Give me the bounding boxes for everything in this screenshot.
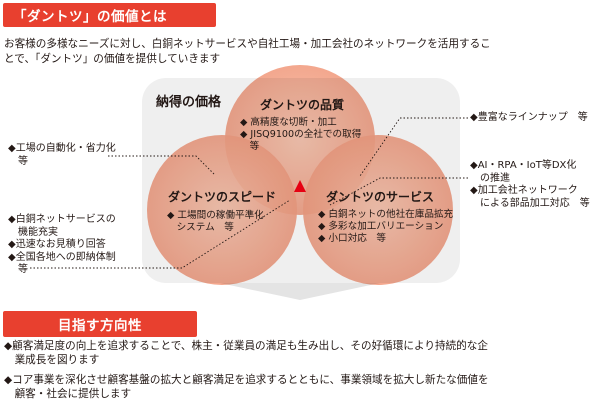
callout-right-mid-line-2: の推進 [470, 172, 510, 184]
leader-right-mid [329, 177, 468, 206]
callout-left-bottom-line-1: ◆白銅ネットサービスの [8, 214, 116, 225]
speed-title: ダントツのスピード [168, 190, 277, 204]
service-bullet-2: ◆ 多彩な加工バリエーション [318, 221, 444, 232]
quality-bullet-1: ◆ 高精度な切断・加工 [240, 117, 337, 128]
intro-text: お客様の多様なニーズに対し、白銅ネットサービスや自社工場・加工会社のネットワーク… [4, 37, 600, 67]
service-bullet-3: ◆ 小口対応 等 [318, 233, 386, 244]
direction-item-1: ◆顧客満足度の向上を追求することで、株主・従業員の満足も生み出し、その好循環によ… [4, 339, 600, 367]
direction-item-1-line-1: ◆顧客満足度の向上を追求することで、株主・従業員の満足も生み出し、その好循環によ… [4, 340, 488, 352]
speed-circle [147, 135, 297, 285]
down-arrow [220, 283, 380, 300]
quality-bullet-2: ◆ JISQ9100の全社での取得 [240, 129, 362, 140]
leader-left-bottom [30, 199, 291, 269]
service-circle [303, 135, 453, 285]
callout-left-bottom-line-2: 機能充実 [8, 226, 58, 238]
service-bullet-1: ◆ 白銅ネットの他社在庫品拡充 [318, 209, 454, 220]
callout-right-top: ◆豊富なラインナップ 等 [470, 112, 588, 125]
service-title: ダントツのサービス [326, 190, 435, 204]
direction-item-2: ◆コア事業を深化させ顧客基盤の拡大と顧客満足を追求するとともに、事業領域を拡大し… [4, 373, 600, 401]
leader-right-top [359, 117, 468, 177]
callout-left-top-line-1: ◆工場の自動化・省力化 [8, 143, 116, 154]
center-triangle-icon [294, 180, 306, 192]
speed-bullets: ◆ 工場間の稼働平準化 システム 等 [167, 210, 264, 234]
section-title-value: 「ダントツ」の価値とは [3, 3, 216, 27]
intro-line-1: お客様の多様なニーズに対し、白銅ネットサービスや自社工場・加工会社のネットワーク… [4, 38, 491, 50]
quality-bullet-3: 等 [240, 141, 260, 152]
leader-left-top [108, 155, 216, 176]
callout-left-bottom-line-5: 等 [8, 264, 28, 275]
direction-item-2-line-2: 顧客・社会に提供します [4, 388, 132, 400]
speed-bullet-2: システム 等 [167, 222, 234, 233]
callout-right-top-line-1: ◆豊富なラインナップ 等 [470, 112, 588, 123]
section-title-direction: 目指す方向性 [3, 311, 197, 337]
callout-right-mid: ◆AI・RPA・IoT等DX化 の推進 ◆加工会社ネットワーク による部品加工対… [470, 160, 590, 210]
callout-left-bottom-line-4: ◆全国各地への即納体制 [8, 251, 116, 263]
callout-left-top-line-2: 等 [8, 155, 28, 167]
quality-bullets: ◆ 高精度な切断・加工 ◆ JISQ9100の全社での取得 等 [240, 117, 361, 153]
callout-left-top: ◆工場の自動化・省力化 等 [8, 143, 116, 168]
direction-item-1-line-2: 業成長を図ります [4, 354, 100, 366]
speed-bullet-1: ◆ 工場間の稼働平準化 [167, 210, 264, 221]
price-box-title: 納得の価格 [156, 95, 222, 110]
intro-line-2: とで、「ダントツ」の価値を提供していきます [4, 53, 221, 65]
callout-right-mid-line-3: ◆加工会社ネットワーク [470, 185, 578, 196]
service-bullets: ◆ 白銅ネットの他社在庫品拡充 ◆ 多彩な加工バリエーション ◆ 小口対応 等 [318, 209, 453, 245]
callout-right-mid-line-1: ◆AI・RPA・IoT等DX化 [470, 160, 577, 171]
quality-title: ダントツの品質 [260, 98, 345, 112]
direction-item-2-line-1: ◆コア事業を深化させ顧客基盤の拡大と顧客満足を追求するとともに、事業領域を拡大し… [4, 374, 489, 386]
callout-left-bottom-line-3: ◆迅速なお見積り回答 [8, 239, 106, 250]
callout-left-bottom: ◆白銅ネットサービスの 機能充実 ◆迅速なお見積り回答 ◆全国各地への即納体制 … [8, 214, 116, 277]
callout-right-mid-line-4: による部品加工対応 等 [470, 197, 590, 209]
